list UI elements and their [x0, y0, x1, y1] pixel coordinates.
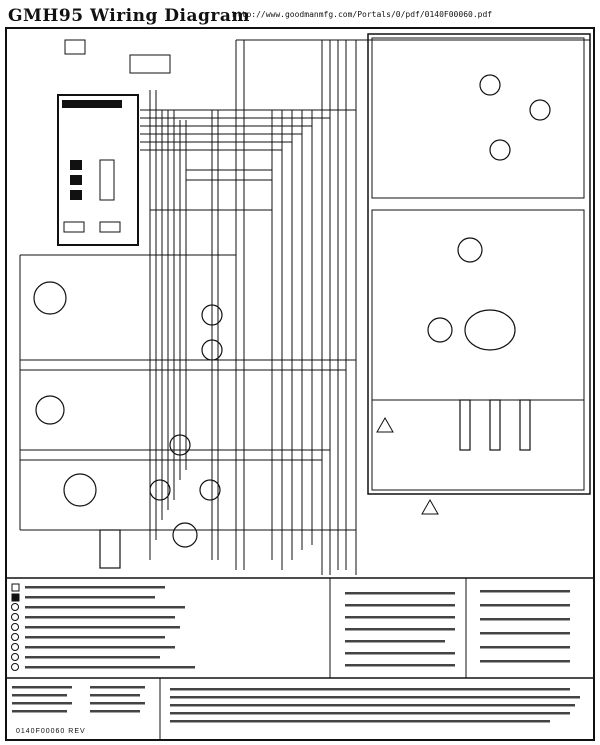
components — [33, 74, 551, 569]
wire-bus — [149, 40, 357, 575]
diagram-title: GMH95 Wiring Diagram — [8, 6, 250, 26]
diagram-frame — [5, 27, 595, 741]
ladder-schematic-box — [367, 33, 591, 495]
part-number: 0140F00060 REV — [16, 728, 86, 735]
control-board — [57, 94, 139, 246]
warning-icon — [421, 498, 439, 515]
warning-icon — [376, 416, 394, 433]
source-url[interactable]: http://www.goodmanmfg.com/Portals/0/pdf/… — [232, 10, 493, 19]
